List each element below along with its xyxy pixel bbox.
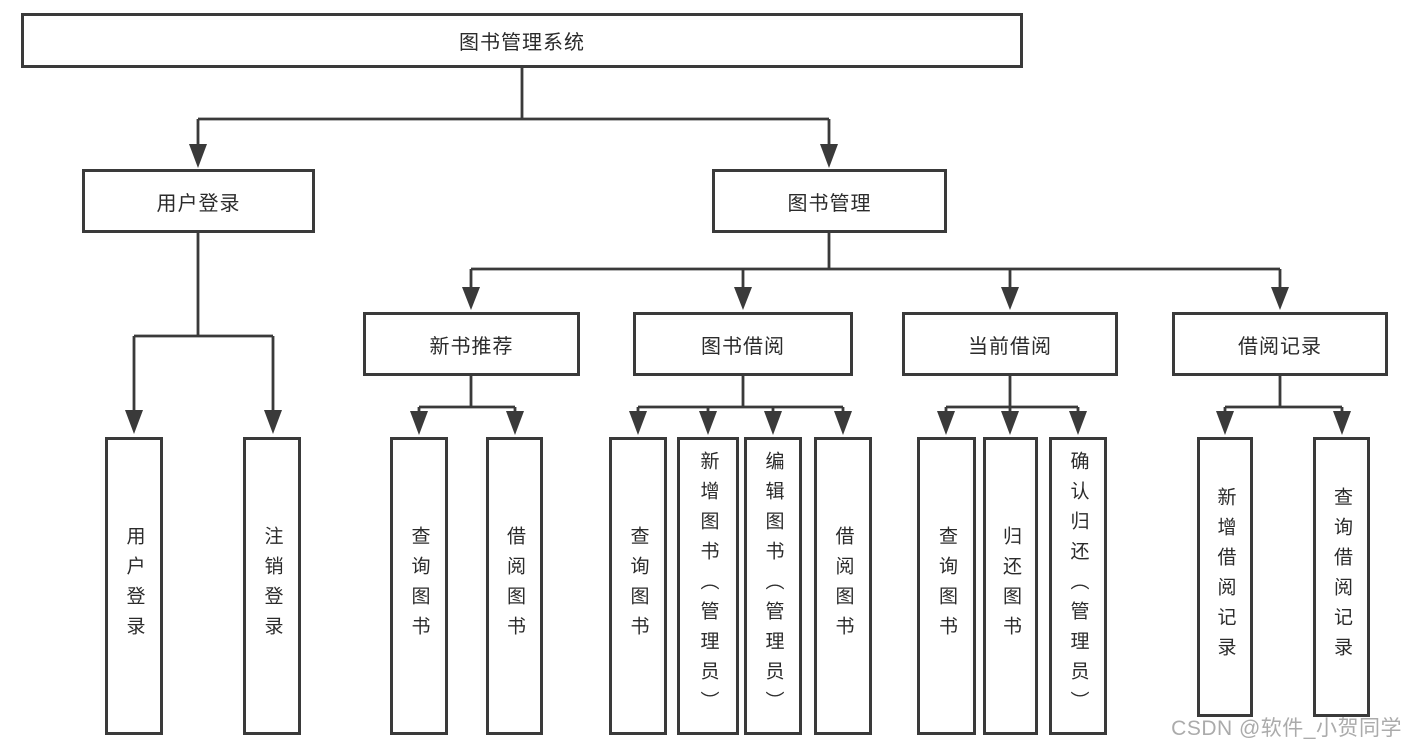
node-borrowing-records: 借阅记录: [1172, 312, 1388, 376]
node-user-login: 用户登录: [82, 169, 315, 233]
leaf-edit-book-admin: 编辑图书（管理员）: [744, 437, 802, 735]
leaf-borrow-books: 借阅图书: [814, 437, 872, 735]
leaf-confirm-return-admin: 确认归还（管理员）: [1049, 437, 1107, 735]
node-current-borrowing: 当前借阅: [902, 312, 1118, 376]
leaf-return-book: 归还图书: [983, 437, 1038, 735]
leaf-user-login: 用户登录: [105, 437, 163, 735]
node-book-management: 图书管理: [712, 169, 947, 233]
node-new-book-recommend: 新书推荐: [363, 312, 580, 376]
watermark: CSDN @软件_小贺同学: [1171, 717, 1402, 740]
node-library-management-system: 图书管理系统: [21, 13, 1023, 68]
node-book-borrowing: 图书借阅: [633, 312, 853, 376]
leaf-query-borrow-record: 查询借阅记录: [1313, 437, 1370, 717]
leaf-add-borrow-record: 新增借阅记录: [1197, 437, 1253, 717]
leaf-query-books-borrowing: 查询图书: [609, 437, 667, 735]
leaf-logout: 注销登录: [243, 437, 301, 735]
leaf-query-books-current: 查询图书: [917, 437, 976, 735]
leaf-borrow-books-recommend: 借阅图书: [486, 437, 543, 735]
leaf-add-book-admin: 新增图书（管理员）: [677, 437, 739, 735]
leaf-query-books-recommend: 查询图书: [390, 437, 448, 735]
